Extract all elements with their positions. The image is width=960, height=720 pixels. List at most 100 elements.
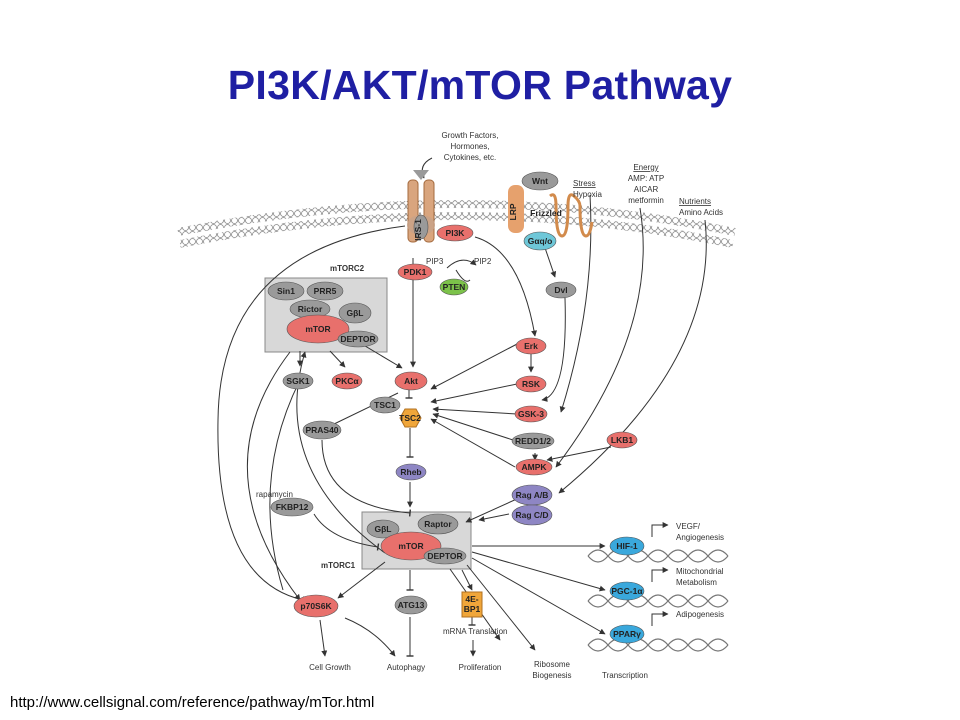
node-pparg: PPARγ [609,624,645,644]
label-rapamycin: rapamycin [256,490,293,499]
node-label-tsc2: TSC2 [399,413,421,423]
node-gbl: GβL [338,302,372,324]
node-label-gsk3: GSK-3 [518,409,544,419]
label-vegf-1: Angiogenesis [676,533,724,542]
node-label-akt: Akt [404,376,418,386]
node-label-tsc1: TSC1 [374,400,396,410]
node-label-p70s6k: p70S6K [300,601,332,611]
source-url[interactable]: http://www.cellsignal.com/reference/path… [10,694,375,711]
label-mrna-translation: mRNA Translation [443,627,507,636]
node-pkca: PKCα [331,372,363,390]
node-akt: Akt [394,371,428,391]
node-label-hif1: HIF-1 [616,541,638,551]
label-pip2: PIP2 [474,257,492,266]
label-growth-factors-1: Hormones, [450,142,489,151]
node-label-rsk: RSK [522,379,541,389]
node-fkbp12: FKBP12 [270,497,314,517]
label-growth-factors-0: Growth Factors, [442,131,499,140]
node-label-pras40: PRAS40 [305,425,338,435]
node-label-pkca: PKCα [335,376,359,386]
node-mtorc1-gbl: GβL [366,519,400,539]
node-label-ebp1-bottom: BP1 [464,604,481,614]
label-cell-growth: Cell Growth [309,663,351,672]
node-label-prr5: PRR5 [314,286,337,296]
label-ribosome-0: Ribosome [534,660,571,669]
node-label-dvl: Dvl [554,285,567,295]
label-mito-1: Metabolism [676,578,717,587]
frizzled-receptor-icon [508,185,594,238]
node-hif1: HIF-1 [609,536,645,556]
label-mtorc1: mTORC1 [321,561,356,570]
label-stress: Stress [573,179,596,188]
label-energy-3: metformin [628,196,664,205]
node-erk: Erk [515,337,547,355]
node-label-ampk: AMPK [521,462,547,472]
node-label-pparg: PPARγ [613,629,641,639]
node-atg13: ATG13 [394,595,428,615]
slide-title: PI3K/AKT/mTOR Pathway [227,62,733,108]
label-energy-2: AICAR [634,185,659,194]
node-rsk: RSK [515,375,547,393]
node-raptor: Raptor [417,513,459,535]
node-dvl: Dvl [545,281,577,299]
label-pip3: PIP3 [426,257,444,266]
node-label-rheb: Rheb [400,467,421,477]
node-sgk1: SGK1 [282,372,314,390]
label-nutrients: Nutrients [679,197,711,206]
node-label-wnt: Wnt [532,176,548,186]
label-mito-0: Mitochondrial [676,567,724,576]
dna-helices [587,549,729,652]
node-irs1: IRS-1 [413,214,429,241]
node-label-pi3k: PI3K [446,228,466,238]
node-deptor: DEPTOR [337,330,379,348]
label-proliferation: Proliferation [459,663,502,672]
node-label-frizzled: Frizzled [530,208,562,218]
node-label-mtorc1-deptor: DEPTOR [427,551,462,561]
label-transcription: Transcription [602,671,648,680]
node-ampk: AMPK [515,458,553,476]
node-label-gbl: GβL [347,308,364,318]
pathway-arrows [217,157,707,657]
node-label-pdk1: PDK1 [404,267,427,277]
node-label-ebp1-top: 4E- [465,594,478,604]
node-label-galpha: Gαq/o [528,236,553,246]
node-pgc1a: PGC-1α [609,581,645,601]
label-amino-acids: Amino Acids [679,208,723,217]
node-label-sgk1: SGK1 [286,376,309,386]
node-label-mtorc1-gbl: GβL [375,524,392,534]
label-energy-0: Energy [633,163,658,172]
node-sin1: Sin1 [267,281,305,301]
node-pten: PTEN [439,278,469,296]
node-label-rictor: Rictor [298,304,323,314]
node-label-atg13: ATG13 [398,600,425,610]
node-label-irs1: IRS-1 [413,219,423,241]
node-label-sin1: Sin1 [277,286,295,296]
node-label-pten: PTEN [443,282,466,292]
node-label-lrp: LRP [508,203,518,220]
label-growth-factors-2: Cytokines, etc. [444,153,496,162]
label-hypoxia: Hypoxia [573,190,602,199]
label-adipogenesis: Adipogenesis [676,610,724,619]
node-pi3k: PI3K [436,224,474,242]
node-rheb: Rheb [395,463,427,481]
node-rag-cd: Rag C/D [511,504,553,526]
node-lrp: LRP [508,203,518,220]
node-label-lkb1: LKB1 [611,435,633,445]
node-mtorc1-deptor: DEPTOR [423,547,467,565]
label-autophagy: Autophagy [387,663,425,672]
node-label-mtorc1-mtor: mTOR [398,541,423,551]
node-tsc2: TSC2 [399,408,422,428]
node-label-rag-ab: Rag A/B [516,490,549,500]
node-frizzled: Frizzled [530,208,562,218]
node-pras40: PRAS40 [302,420,342,440]
node-mtor: mTOR [286,314,350,344]
node-4ebp1: 4E-BP1 [461,591,483,618]
node-label-redd: REDD1/2 [515,436,551,446]
label-energy-1: AMP: ATP [628,174,664,183]
label-vegf-0: VEGF/ [676,522,701,531]
node-redd: REDD1/2 [511,432,555,450]
node-wnt: Wnt [521,171,559,191]
node-label-erk: Erk [524,341,538,351]
node-pdk1: PDK1 [397,263,433,281]
